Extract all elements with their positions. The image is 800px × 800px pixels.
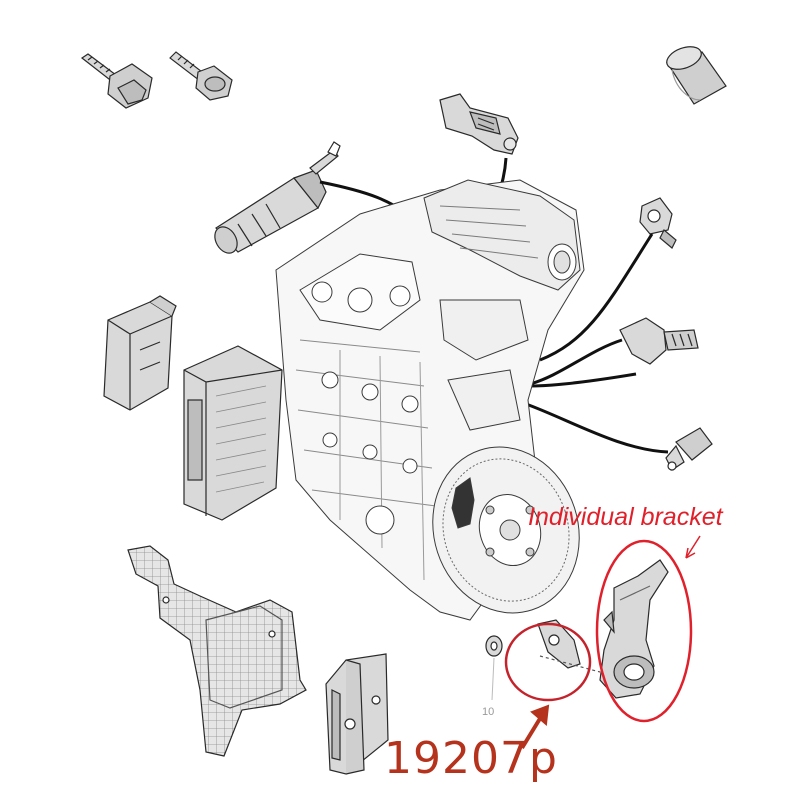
knock-sensor: [639, 197, 677, 249]
part-number-label: 19207p: [384, 733, 558, 784]
cam-sensor-bracket: [439, 93, 519, 155]
bracket-highlight-ellipse: [595, 539, 693, 723]
heat-shield: [127, 545, 307, 757]
washer-part: [485, 635, 503, 701]
individual-bracket-label: Individual bracket: [528, 503, 723, 531]
label-pointer-arrow: [685, 535, 701, 559]
vvt-sensor: [619, 317, 699, 365]
part-number-arrowhead: [530, 704, 550, 726]
small-part-highlight-ellipse: [504, 622, 592, 702]
annotation-marks: [504, 535, 701, 750]
ecu-unit: [183, 345, 283, 521]
engine-block: [275, 179, 585, 621]
bolt-1: [80, 53, 153, 109]
bolt-2: [169, 51, 233, 101]
rubber-bushing: [666, 46, 727, 105]
small-ecu-box: [103, 295, 177, 411]
solenoid-valve: [214, 141, 341, 254]
control-module: [325, 653, 389, 775]
callout-number: 10: [482, 706, 495, 718]
individual-bracket-part: [599, 559, 669, 699]
small-bracket-part: [537, 619, 601, 673]
temperature-sensor: [665, 427, 713, 471]
